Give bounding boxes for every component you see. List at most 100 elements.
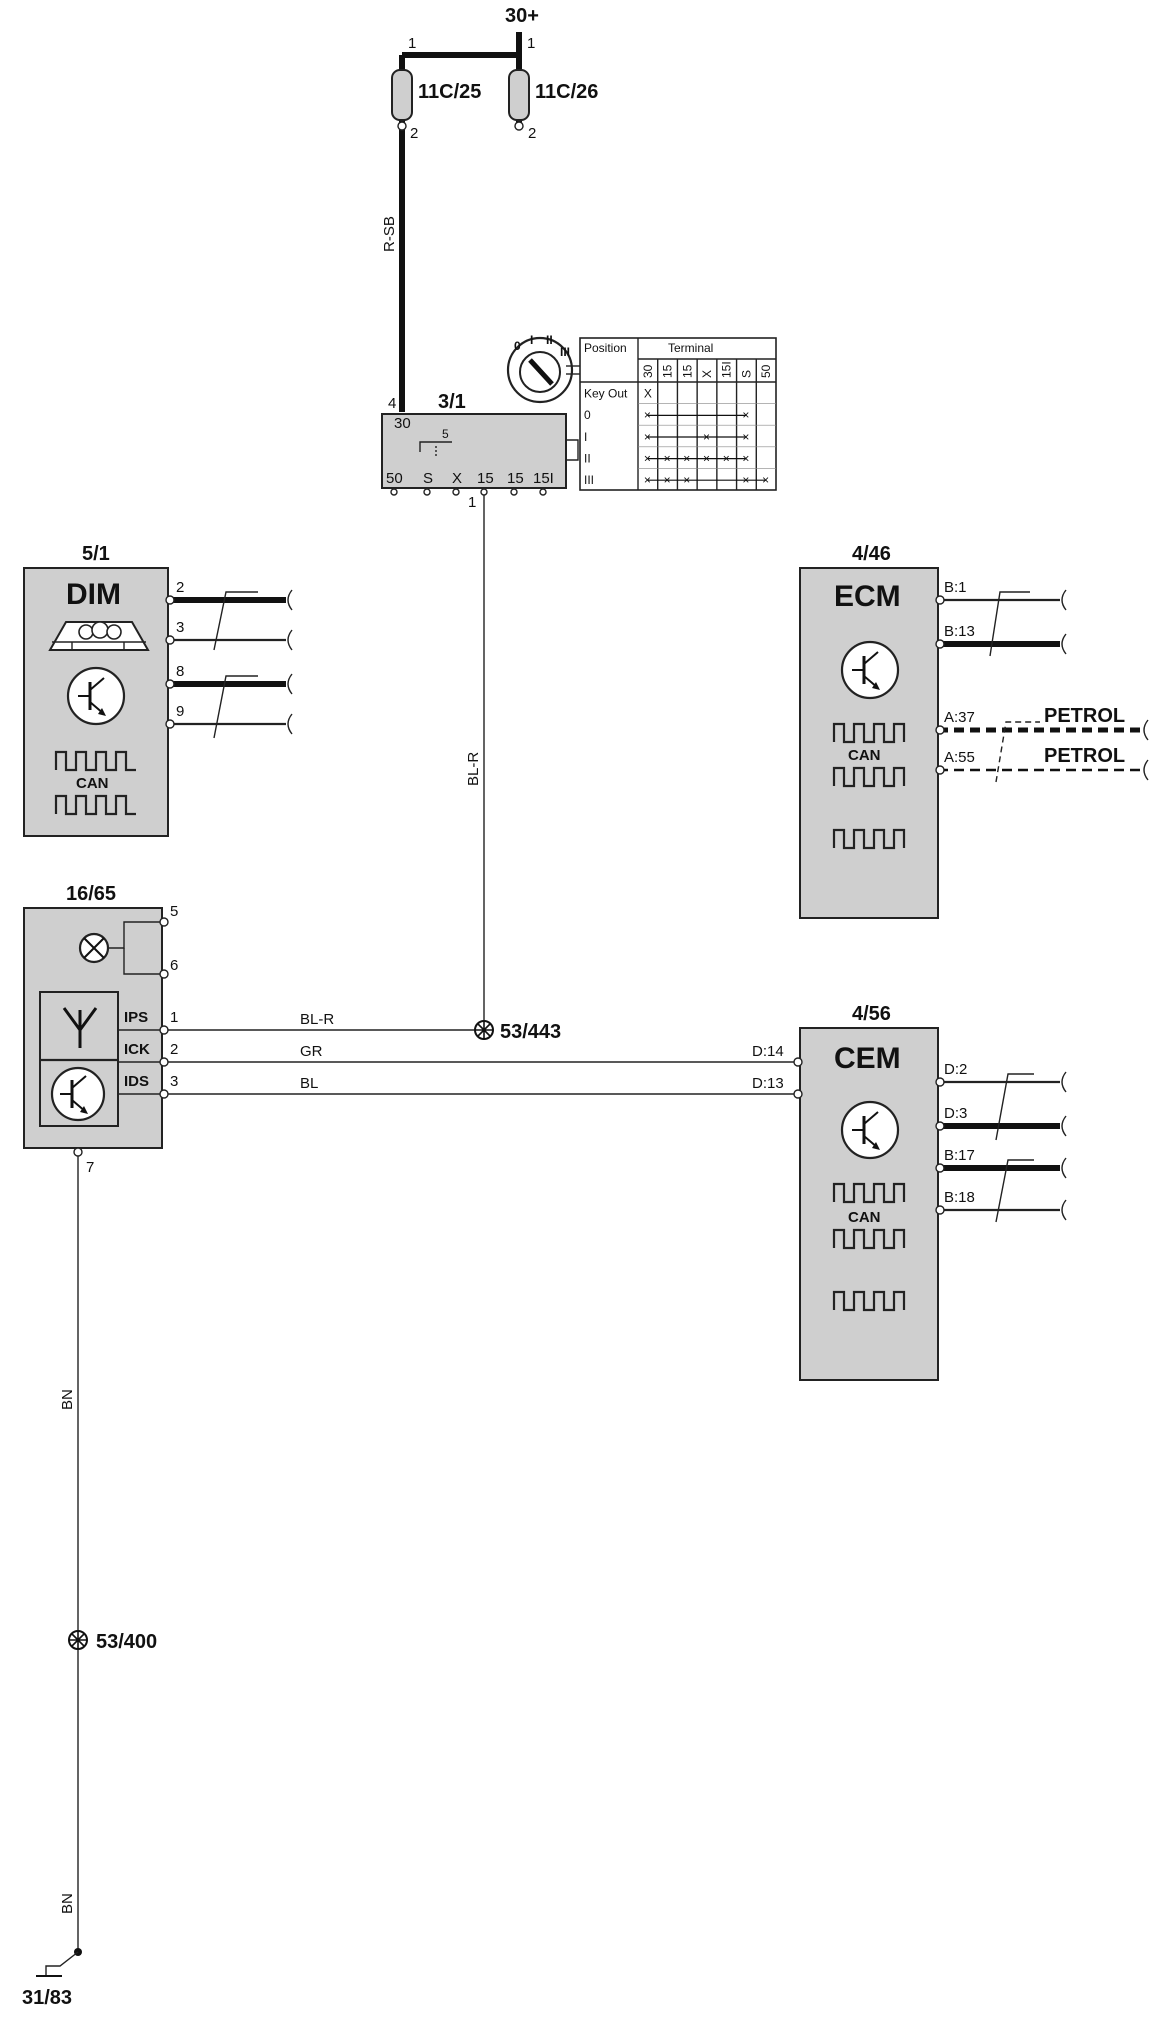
petrol-label-2: PETROL xyxy=(1044,745,1125,767)
immo-pin-1: 1 xyxy=(170,1009,178,1026)
immo-signal-pins: IPS ICK IDS 1 2 3 xyxy=(118,1009,178,1099)
ignition-switch: 3/1 4 30 5 50 S X 15 15 15I 1 0 xyxy=(381,333,580,511)
wire-label-bl-r-vert: BL-R xyxy=(465,752,482,786)
can-wave-bottom xyxy=(54,794,136,816)
table-column-header: S xyxy=(739,370,753,378)
dim-pin-9: 9 xyxy=(176,703,184,720)
fuse-b-label: 11C/26 xyxy=(535,81,598,103)
immo-ips: IPS xyxy=(124,1009,148,1026)
pin xyxy=(423,488,431,496)
ignition-label: 3/1 xyxy=(438,391,466,413)
ignition-pin-1: 1 xyxy=(468,494,476,511)
dim-label: 5/1 xyxy=(82,543,110,565)
table-mark: × xyxy=(644,430,651,444)
can-wave-top xyxy=(832,722,906,744)
immo-pin-5: 5 xyxy=(170,903,178,920)
key-lock-icon: 0 I II III xyxy=(506,333,580,404)
wire-label-r-sb: R-SB xyxy=(381,216,398,252)
pin xyxy=(480,488,488,496)
term-50: 50 xyxy=(386,470,403,487)
table-column-header: 15 xyxy=(680,364,694,378)
cem-in-d14: D:14 xyxy=(752,1043,784,1060)
table-row-label: III xyxy=(584,473,594,487)
can-wave-bottom xyxy=(832,1290,906,1312)
wire-label-bn-1: BN xyxy=(59,1389,76,1410)
table-mark: × xyxy=(644,408,651,422)
ecm-can: CAN xyxy=(848,747,881,764)
table-row-label: Key Out xyxy=(584,387,628,401)
dim-pin-3: 3 xyxy=(176,619,184,636)
table-mark: X xyxy=(644,387,652,401)
can-wave-top xyxy=(832,1182,906,1204)
ignition-body xyxy=(381,413,567,489)
can-wave-mid xyxy=(832,1228,906,1250)
dim-module: 5/1 DIM CAN 2 3 8 9 xyxy=(23,543,293,837)
term-15b: 15 xyxy=(507,470,524,487)
fuse-b-pin-bot: 2 xyxy=(528,125,536,142)
can-wave-top xyxy=(54,750,136,772)
ignition-pin-row xyxy=(390,488,547,496)
can-wave-bottom xyxy=(832,828,906,850)
ecm-pin-b1: B:1 xyxy=(944,579,967,596)
wire-label-bl: BL xyxy=(300,1075,318,1092)
fuse-body xyxy=(391,69,413,121)
ignition-pin-4: 4 xyxy=(388,395,396,412)
splice-53-443: 53/443 xyxy=(474,1020,561,1043)
term-15i: 15I xyxy=(533,470,554,487)
table-mark: × xyxy=(644,473,651,487)
dim-pin-2: 2 xyxy=(176,579,184,596)
transistor-icon xyxy=(840,1100,900,1160)
cem-in-d13: D:13 xyxy=(752,1075,784,1092)
cem-pin-d3: D:3 xyxy=(944,1105,967,1122)
dim-pin-8: 8 xyxy=(176,663,184,680)
dim-pins: 2 3 8 9 xyxy=(165,579,293,739)
cem-pins: D:2 D:3 B:17 B:18 xyxy=(935,1061,1067,1223)
immo-pin-6: 6 xyxy=(170,957,178,974)
fuse-11c26: 11C/26 2 xyxy=(508,69,598,142)
ecm-body xyxy=(799,567,939,919)
immo-pin-2: 2 xyxy=(170,1041,178,1058)
power-label: 30+ xyxy=(505,5,539,27)
switch-link xyxy=(566,439,579,461)
pin xyxy=(159,969,169,979)
svg-text:II: II xyxy=(546,333,553,347)
lamp-icon xyxy=(78,921,162,975)
immo-label: 16/65 xyxy=(66,883,116,905)
cem-label: 4/56 xyxy=(852,1003,891,1025)
ecm-pin-b13: B:13 xyxy=(944,623,975,640)
fuse-body xyxy=(508,69,530,121)
immo-ids: IDS xyxy=(124,1073,149,1090)
dim-can: CAN xyxy=(76,775,109,792)
splice-53-400: 53/400 xyxy=(68,1630,157,1653)
immo-ick: ICK xyxy=(124,1041,150,1058)
table-position-header: Position xyxy=(584,341,627,355)
term-15a: 15 xyxy=(477,470,494,487)
fuse-11c25: 11C/25 2 xyxy=(391,69,481,142)
fuse-a-pin-bot: 2 xyxy=(410,125,418,142)
immobilizer-module: 16/65 5 6 IPS ICK IDS xyxy=(23,883,178,1176)
instrument-cluster-icon xyxy=(48,621,150,651)
cem-body xyxy=(799,1027,939,1381)
wire-label-bn-2: BN xyxy=(59,1893,76,1914)
table-column-header: X xyxy=(700,370,714,378)
cem-pin-b18: B:18 xyxy=(944,1189,975,1206)
term-s: S xyxy=(423,470,433,487)
table-terminal-header: Terminal xyxy=(668,341,713,355)
ecm-pin-a37: A:37 xyxy=(944,709,975,726)
cem-pin-b17: B:17 xyxy=(944,1147,975,1164)
fuse-a-pin-top: 1 xyxy=(408,35,416,52)
pin xyxy=(73,1147,83,1157)
transistor-icon xyxy=(840,640,900,700)
ignition-terminals: 50 S X 15 15 15I xyxy=(386,470,554,487)
can-wave-mid xyxy=(832,766,906,788)
pin xyxy=(793,1089,803,1099)
table-row-label: II xyxy=(584,451,591,465)
svg-text:III: III xyxy=(560,345,570,359)
immo-pin-3: 3 xyxy=(170,1073,178,1090)
ignition-pin-30: 30 xyxy=(394,415,411,432)
fuse-a-label: 11C/25 xyxy=(418,81,481,103)
pin xyxy=(159,917,169,927)
ground-icon xyxy=(36,1948,82,1977)
